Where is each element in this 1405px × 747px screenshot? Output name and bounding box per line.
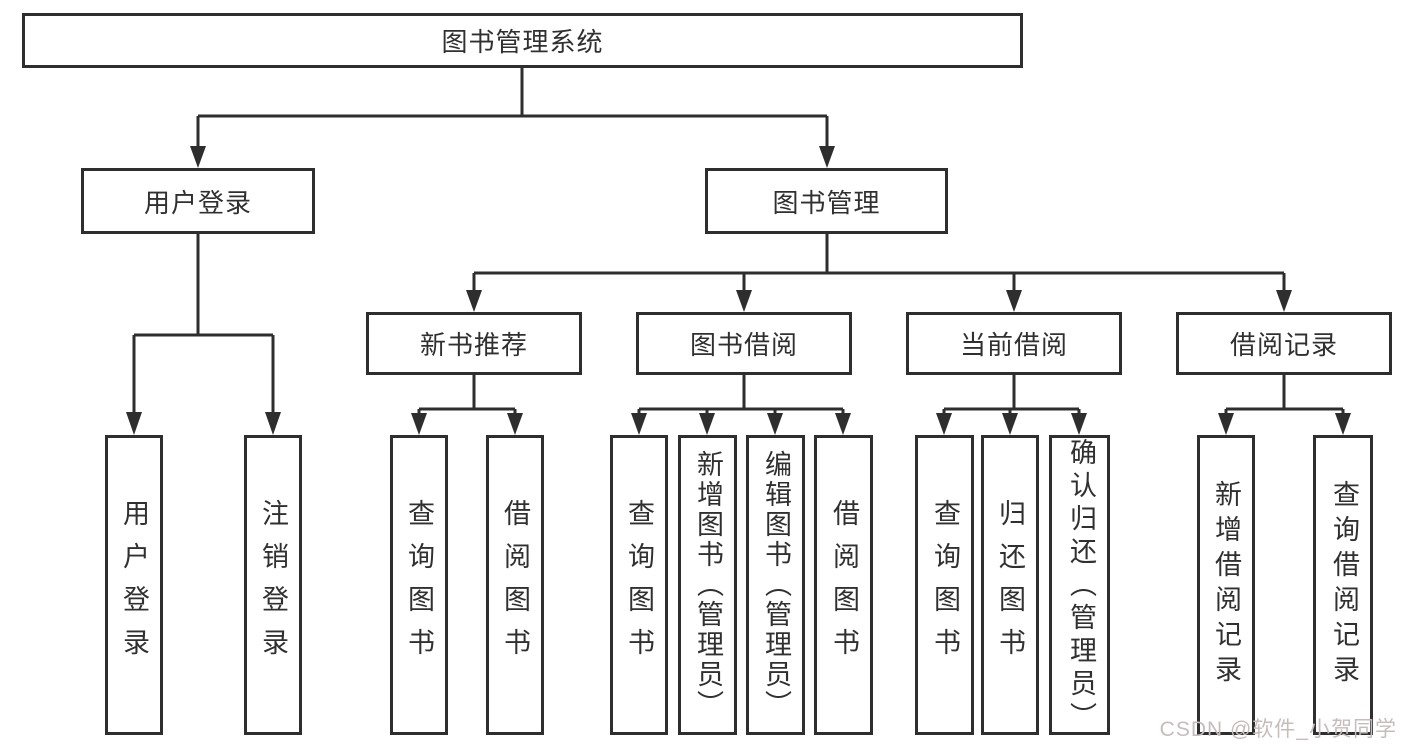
connector-book-mgmt-to-sections xyxy=(466,234,1292,312)
connector-root-to-level2 xyxy=(190,68,835,168)
leaf-return-books: 归还图书 xyxy=(981,435,1039,735)
leaf-borrow-books: 借阅图书 xyxy=(814,435,873,735)
leaf-user-login: 用户登录 xyxy=(105,435,163,735)
leaf-query-books-current: 查询图书 xyxy=(915,435,974,735)
leaf-query-borrow-record: 查询借阅记录 xyxy=(1313,435,1373,735)
leaf-add-books-admin: 新增图书（管理员） xyxy=(678,435,737,735)
connector-borrow-records-to-leaves xyxy=(1218,375,1351,435)
leaf-add-borrow-record: 新增借阅记录 xyxy=(1197,435,1255,735)
csdn-watermark: CSDN @软件_小贺同学 xyxy=(1159,718,1397,741)
node-current-borrowing: 当前借阅 xyxy=(906,312,1122,375)
connector-user-login-to-leaves xyxy=(126,234,281,435)
node-new-book-recommend: 新书推荐 xyxy=(366,312,582,375)
leaf-query-books-recommend: 查询图书 xyxy=(390,435,448,735)
node-root-system: 图书管理系统 xyxy=(22,13,1023,68)
leaf-borrow-books-recommend: 借阅图书 xyxy=(486,435,544,735)
node-book-management: 图书管理 xyxy=(705,168,948,234)
leaf-logout: 注销登录 xyxy=(244,435,302,735)
connector-new-books-to-leaves xyxy=(411,375,523,435)
node-user-login: 用户登录 xyxy=(81,168,315,234)
connector-book-borrow-to-leaves xyxy=(631,375,851,435)
node-book-borrowing: 图书借阅 xyxy=(636,312,852,375)
connector-current-borrow-to-leaves xyxy=(936,375,1087,435)
leaf-query-books-borrowing: 查询图书 xyxy=(610,435,668,735)
node-borrow-records: 借阅记录 xyxy=(1176,312,1392,375)
leaf-edit-books-admin: 编辑图书（管理员） xyxy=(746,435,805,735)
leaf-confirm-return-admin: 确认归还（管理员） xyxy=(1049,435,1110,735)
